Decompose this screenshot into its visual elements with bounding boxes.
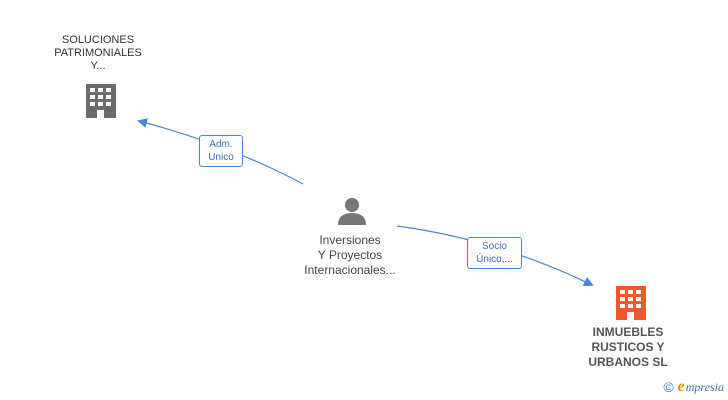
node-label-inmuebles[interactable]: INMUEBLES RUSTICOS Y URBANOS SL <box>588 325 668 369</box>
edge-label-adm-unico: Adm. Unico <box>199 135 243 167</box>
brand-logo: © e mpresia <box>663 378 724 396</box>
copyright-icon: © <box>663 379 674 395</box>
building-icon-left[interactable] <box>86 84 116 118</box>
node-label-inversiones[interactable]: Inversiones Y Proyectos Internacionales.… <box>304 233 396 277</box>
building-icon-right[interactable] <box>616 286 646 320</box>
brand-e-letter: e <box>677 378 685 395</box>
edge-label-socio-unico: Socio Único,... <box>467 237 522 269</box>
person-icon[interactable] <box>338 198 366 225</box>
node-label-soluciones[interactable]: SOLUCIONES PATRIMONIALES Y... <box>54 34 142 72</box>
brand-name: mpresia <box>685 379 724 394</box>
